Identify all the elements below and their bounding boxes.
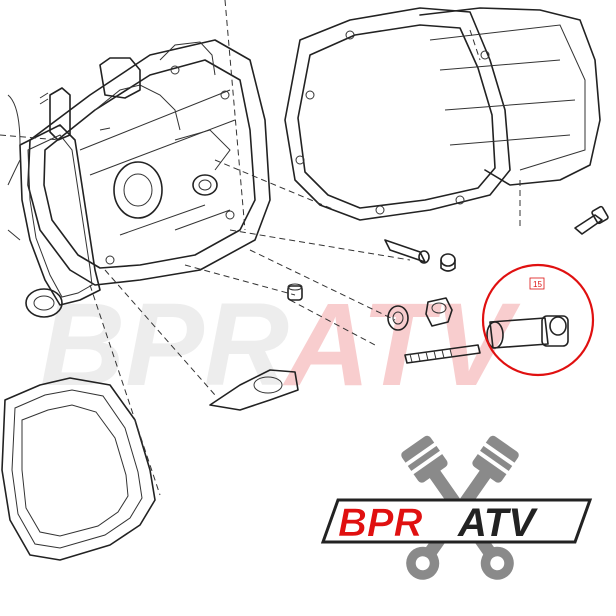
small-bolt (574, 205, 609, 235)
cylinder-head (27, 39, 271, 286)
valve-seal (440, 253, 456, 272)
valve-cover-gasket (1, 377, 156, 561)
dowel-pin (384, 239, 430, 264)
washer (387, 305, 409, 331)
head-gasket (7, 94, 101, 306)
head-bolt (486, 315, 569, 349)
valve-cover (284, 7, 601, 221)
callout-circle (481, 263, 595, 377)
nut (425, 297, 453, 327)
oil-seal (25, 288, 63, 318)
small-parts (25, 239, 456, 411)
exhaust-gasket (209, 369, 299, 411)
sleeve (287, 283, 303, 301)
logo-banner (320, 498, 593, 544)
callout-label-box (529, 277, 545, 290)
watermark-part2: ATV (282, 279, 521, 411)
callout: 15 (481, 263, 595, 377)
bpr-atv-logo: BPR ATV (320, 435, 593, 580)
watermark: BPR ATV (40, 279, 521, 411)
leader-lines (0, 0, 521, 496)
logo-text-part2: ATV (457, 501, 538, 545)
watermark-part1: BPR (40, 279, 289, 411)
logo-text-part1: BPR (338, 501, 423, 545)
callout-label: 15 (533, 280, 542, 289)
long-stud (404, 344, 481, 364)
